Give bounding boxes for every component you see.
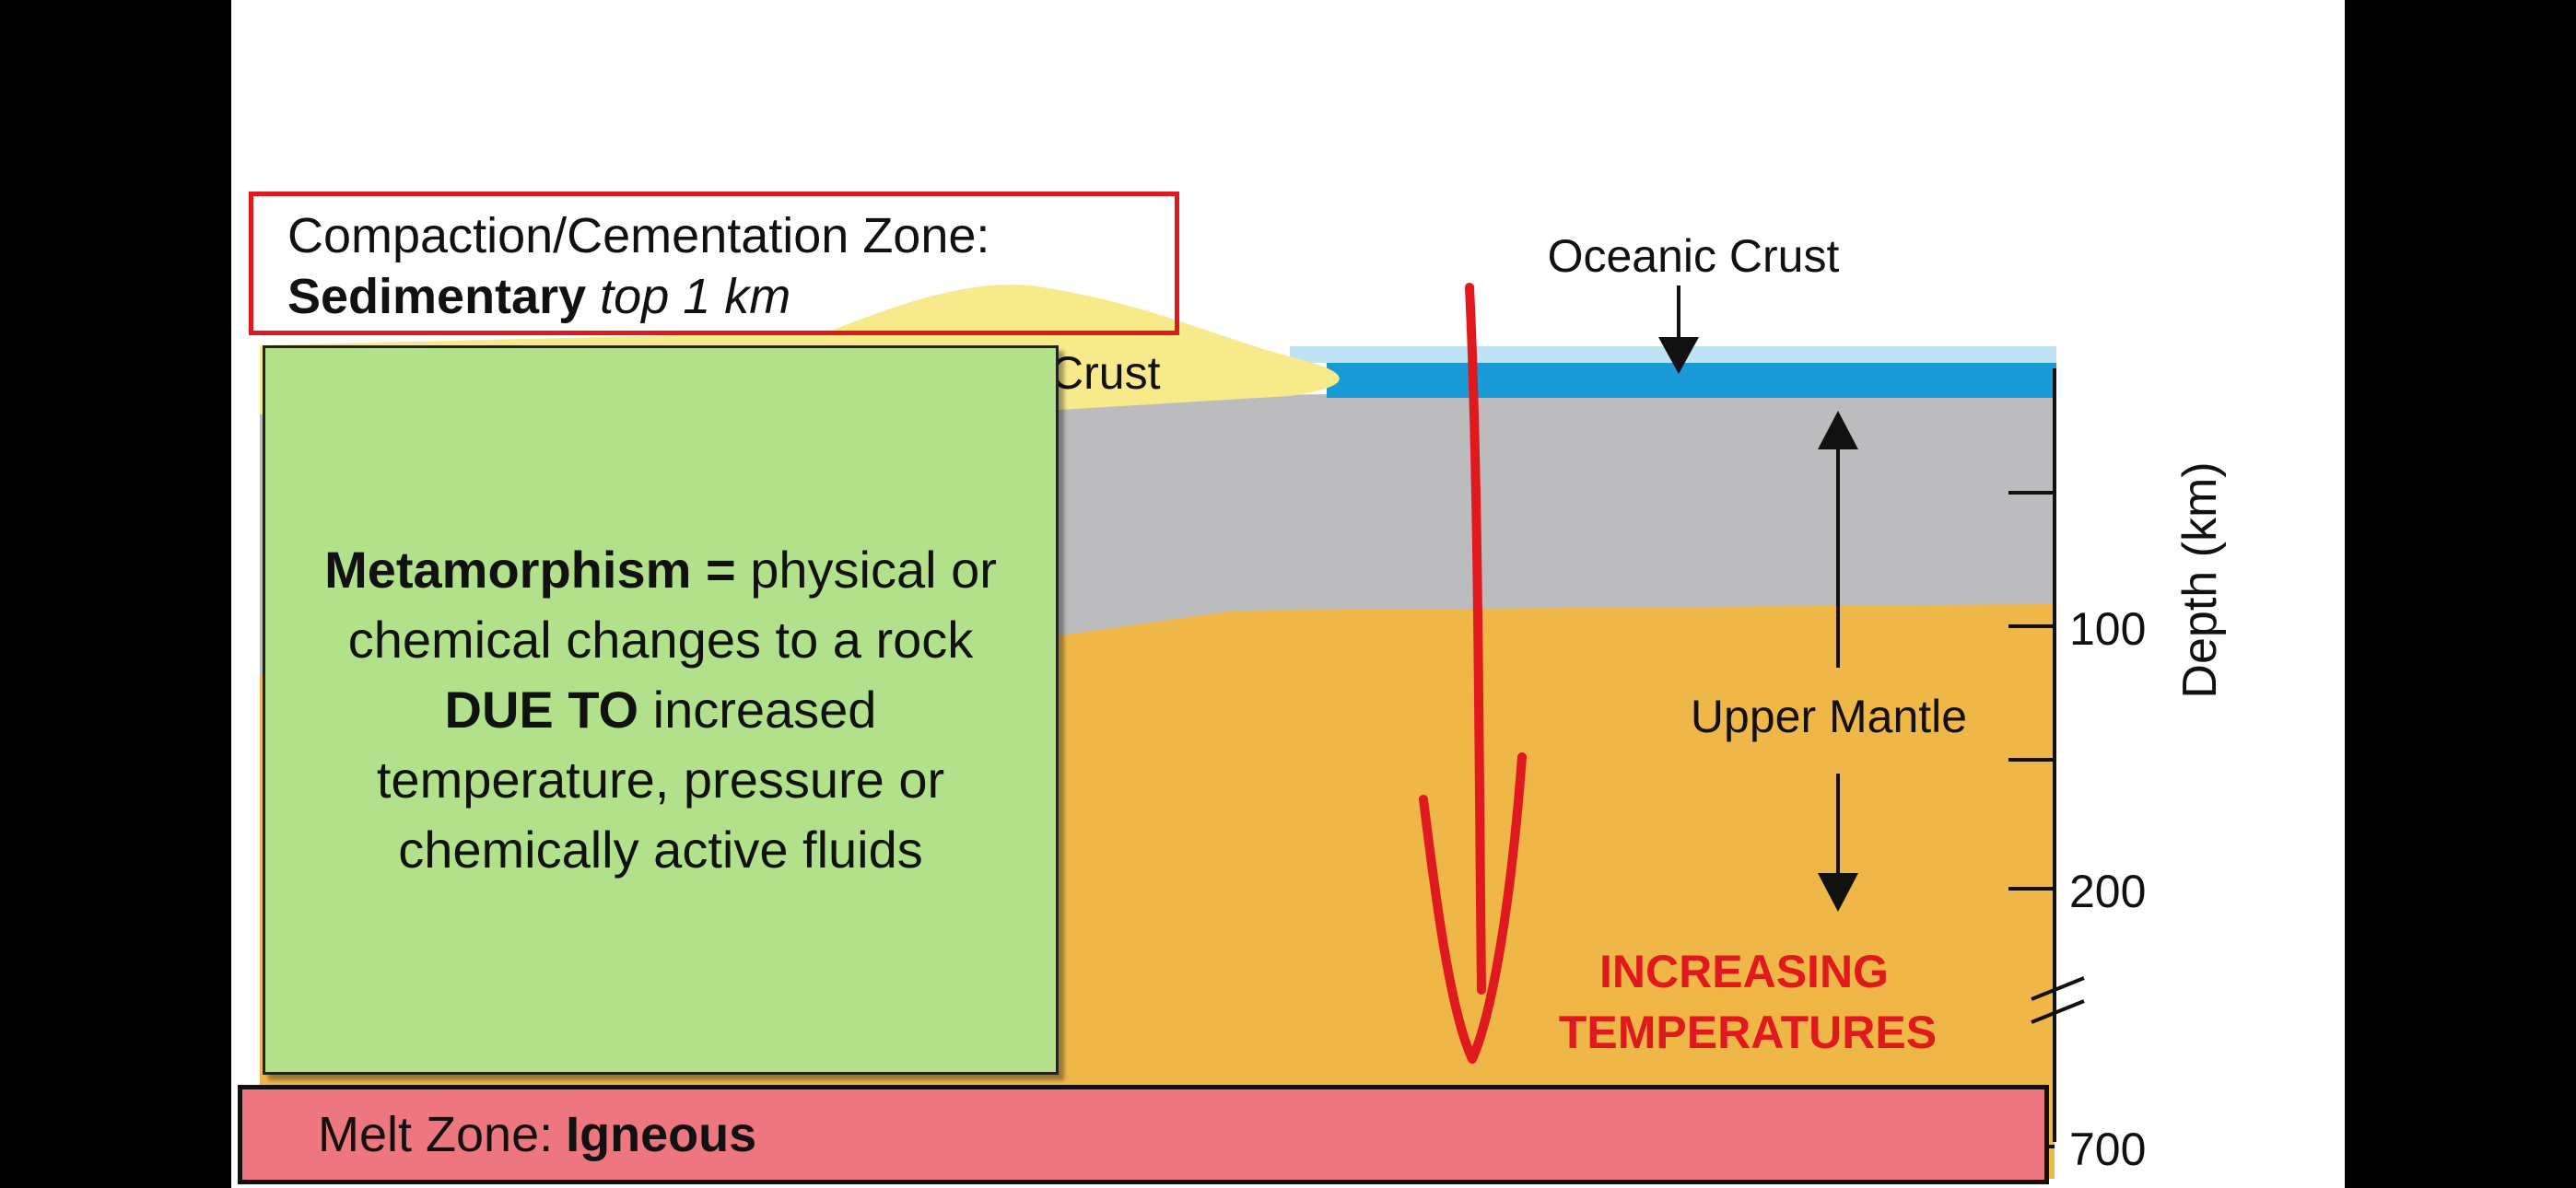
metamorphism-definition-box: Metamorphism = physical or chemical chan… bbox=[263, 345, 1059, 1075]
upper-mantle-up-arrow-head bbox=[1818, 411, 1858, 449]
oceanic-crust-label: Oceanic Crust bbox=[1548, 230, 1840, 282]
axis-break-mark-2 bbox=[2031, 999, 2085, 1024]
sedimentary-label: Sedimentary bbox=[287, 269, 587, 324]
axis-break-mark-1 bbox=[2031, 976, 2085, 1001]
oceanic-crust-arrow-head bbox=[1658, 337, 1699, 374]
upper-mantle-label: Upper Mantle bbox=[1691, 691, 1967, 742]
melt-zone-label: Melt Zone: bbox=[318, 1107, 554, 1162]
continental-crust-label: Crust bbox=[1050, 347, 1161, 399]
upper-mantle-down-arrow-head bbox=[1818, 873, 1858, 912]
definition-part-1: physical or chemical changes to a rock bbox=[347, 541, 997, 669]
compaction-zone-title: Compaction/Cementation Zone: bbox=[287, 208, 990, 263]
depth-note: top 1 km bbox=[600, 269, 791, 324]
depth-tick-label-700: 700 bbox=[2069, 1124, 2146, 1175]
oceanic-crust-layer bbox=[1327, 363, 2056, 398]
metamorphism-definition-text: Metamorphism = physical or chemical chan… bbox=[292, 535, 1029, 885]
increasing-temperature-red-arrow bbox=[1419, 283, 1527, 1064]
depth-tick-label-200: 200 bbox=[2069, 866, 2146, 917]
due-to-label: DUE TO bbox=[444, 681, 639, 739]
increasing-label: INCREASING bbox=[1599, 946, 1889, 997]
depth-axis-label: Depth (km) bbox=[2173, 461, 2227, 698]
compaction-zone-box: Compaction/Cementation Zone: Sedimentary… bbox=[249, 192, 1179, 335]
temperatures-label: TEMPERATURES bbox=[1559, 1007, 1937, 1058]
depth-tick-label-100: 100 bbox=[2069, 603, 2146, 655]
metamorphism-term: Metamorphism = bbox=[324, 541, 736, 599]
melt-zone-bar: Melt Zone:Igneous bbox=[238, 1085, 2049, 1184]
definition-part-2: increased temperature, pressure or chemi… bbox=[376, 681, 945, 879]
compaction-zone-subtitle: Sedimentary top 1 km bbox=[287, 266, 1175, 327]
igneous-label: Igneous bbox=[566, 1107, 757, 1162]
